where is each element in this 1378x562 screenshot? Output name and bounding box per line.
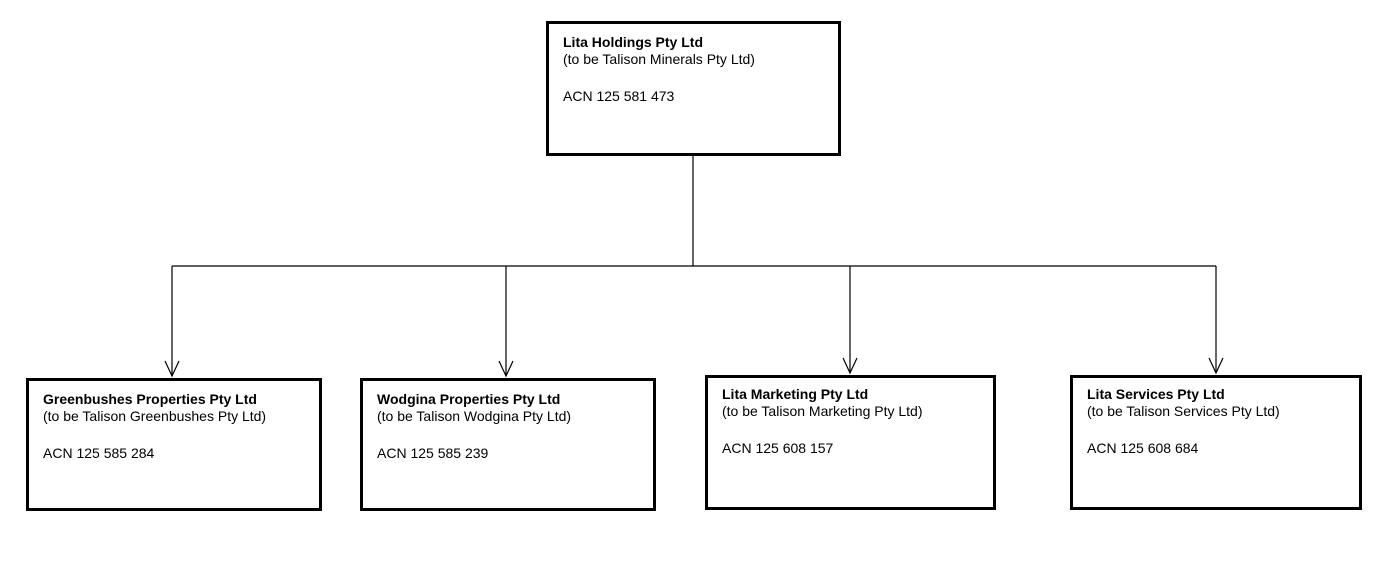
entity-acn: ACN 125 608 157 [722, 440, 834, 456]
entity-future-name: (to be Talison Greenbushes Pty Ltd) [43, 408, 267, 424]
entity-name: Lita Marketing Pty Ltd [722, 386, 869, 402]
entity-box-lita-holdings: Lita Holdings Pty Ltd (to be Talison Min… [546, 21, 841, 156]
arrowhead-marketing [842, 357, 858, 375]
entity-name: Lita Holdings Pty Ltd [563, 34, 703, 50]
entity-acn: ACN 125 585 284 [43, 445, 155, 461]
entity-name: Lita Services Pty Ltd [1087, 386, 1225, 402]
entity-box-lita-marketing: Lita Marketing Pty Ltd (to be Talison Ma… [705, 375, 996, 510]
entity-future-name: (to be Talison Minerals Pty Ltd) [563, 51, 755, 67]
entity-box-lita-services: Lita Services Pty Ltd (to be Talison Ser… [1070, 375, 1362, 510]
entity-acn: ACN 125 608 684 [1087, 440, 1199, 456]
entity-name: Wodgina Properties Pty Ltd [377, 391, 561, 407]
arrowhead-wodgina [498, 360, 514, 378]
entity-name: Greenbushes Properties Pty Ltd [43, 391, 257, 407]
entity-acn: ACN 125 585 239 [377, 445, 489, 461]
arrowhead-services [1208, 357, 1224, 375]
entity-future-name: (to be Talison Wodgina Pty Ltd) [377, 408, 572, 424]
entity-future-name: (to be Talison Marketing Pty Ltd) [722, 403, 923, 419]
entity-acn: ACN 125 581 473 [563, 88, 675, 104]
entity-future-name: (to be Talison Services Pty Ltd) [1087, 403, 1280, 419]
entity-box-greenbushes-properties: Greenbushes Properties Pty Ltd (to be Ta… [26, 378, 322, 511]
arrowhead-greenbushes [164, 360, 180, 378]
entity-box-wodgina-properties: Wodgina Properties Pty Ltd (to be Taliso… [360, 378, 656, 511]
